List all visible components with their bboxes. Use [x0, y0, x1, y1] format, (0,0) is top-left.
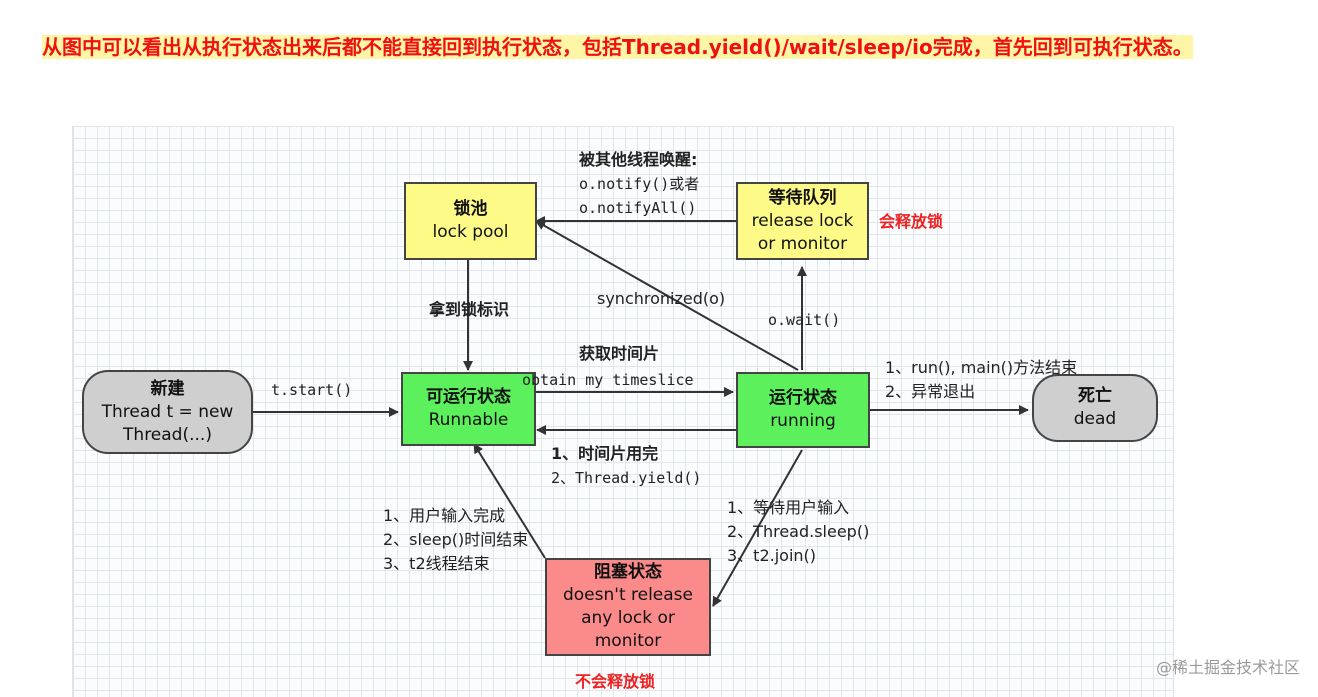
wait-queue-line3: or monitor — [757, 233, 848, 254]
lock-pool-title: 锁池 — [453, 199, 488, 219]
synchronized-label: synchronized(o) — [597, 289, 726, 308]
get-timeslice-label: 获取时间片 — [579, 344, 660, 363]
unblock-label-1: 1、用户输入完成 — [383, 506, 506, 525]
new-line2: Thread t = new — [101, 401, 234, 422]
arrow-running-to-lockpool — [535, 220, 799, 371]
new-line3: Thread(...) — [123, 424, 212, 445]
dead-node: 死亡 dead — [1032, 374, 1158, 442]
notify-label-1: 被其他线程唤醒: — [579, 150, 698, 169]
blocked-title: 阻塞状态 — [594, 562, 662, 582]
running-subtitle: running — [770, 411, 836, 431]
timeslice-done-label-2: 2、Thread.yield() — [551, 469, 702, 487]
running-title: 运行状态 — [769, 388, 837, 408]
arrow-running-to-blocked — [712, 449, 803, 607]
thread-state-diagram: 锁池 lock pool 等待队列 release lock or monito… — [72, 126, 1174, 697]
headline-text: 从图中可以看出从执行状态出来后都不能直接回到执行状态，包括Thread.yiel… — [42, 35, 1193, 59]
new-title: 新建 — [150, 378, 185, 399]
run-end-label-1: 1、run(), main()方法结束 — [885, 358, 1078, 377]
lock-pool-subtitle: lock pool — [432, 222, 509, 242]
wait-queue-node: 等待队列 release lock or monitor — [736, 182, 869, 260]
blocked-line3: any lock or — [581, 608, 675, 628]
notify-label-3: o.notifyAll() — [579, 199, 697, 217]
will-release-lock-label: 会释放锁 — [879, 212, 944, 231]
watermark: @稀土掘金技术社区 — [1155, 658, 1300, 677]
running-node: 运行状态 running — [736, 372, 870, 448]
unblock-label-2: 2、sleep()时间结束 — [383, 530, 529, 549]
got-lock-label: 拿到锁标识 — [429, 300, 510, 319]
block-label-1: 1、等待用户输入 — [727, 498, 850, 517]
obtain-timeslice-label: obtain my timeslice — [522, 371, 694, 389]
no-release-lock-label: 不会释放锁 — [575, 672, 656, 691]
notify-label-2: o.notify()或者 — [579, 175, 700, 193]
new-node: 新建 Thread t = new Thread(...) — [82, 370, 253, 454]
wait-queue-title: 等待队列 — [768, 187, 837, 208]
wait-queue-line2: release lock — [751, 210, 854, 231]
wait-label: o.wait() — [768, 311, 841, 329]
arrow-blocked-to-runnable — [473, 443, 546, 559]
dead-title: 死亡 — [1078, 386, 1112, 406]
headline: 从图中可以看出从执行状态出来后都不能直接回到执行状态，包括Thread.yiel… — [42, 32, 1282, 62]
block-label-2: 2、Thread.sleep() — [727, 522, 870, 541]
blocked-line4: monitor — [594, 631, 662, 651]
start-label: t.start() — [271, 381, 353, 399]
runnable-subtitle: Runnable — [428, 410, 509, 430]
arrows-layer — [253, 216, 1029, 607]
runnable-node: 可运行状态 Runnable — [401, 372, 536, 446]
run-end-label-2: 2、异常退出 — [885, 382, 976, 401]
dead-subtitle: dead — [1073, 409, 1117, 429]
blocked-node: 阻塞状态 doesn't release any lock or monitor — [545, 558, 711, 656]
runnable-title: 可运行状态 — [426, 387, 511, 407]
unblock-label-3: 3、t2线程结束 — [383, 554, 490, 573]
timeslice-done-label-1: 1、时间片用完 — [551, 444, 659, 463]
block-label-3: 3、t2.join() — [727, 546, 817, 565]
lock-pool-node: 锁池 lock pool — [404, 182, 537, 260]
blocked-line2: doesn't release — [562, 585, 693, 605]
